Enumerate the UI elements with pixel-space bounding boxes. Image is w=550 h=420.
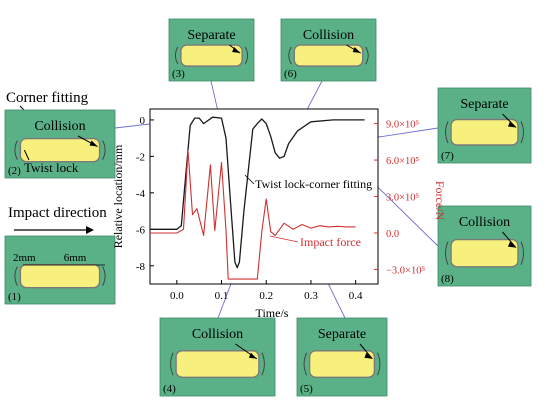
panel-7: Separate (7) xyxy=(437,87,532,164)
annotation-twist-lock-corner-fitting: Twist lock-corner fitting xyxy=(255,177,372,191)
y-right-tick-label: 6.0×10⁵ xyxy=(386,156,420,167)
fitting-edge-right xyxy=(261,352,265,376)
panel-number: (1) xyxy=(8,291,21,303)
fitting-edge-right xyxy=(520,121,524,144)
fitting-edge-right xyxy=(376,352,381,376)
fitting-edge-left xyxy=(445,121,449,144)
fitting-edge-right xyxy=(102,266,106,286)
y-right-tick-label: −3.0×10⁵ xyxy=(386,265,425,276)
state-pointer-head xyxy=(507,241,516,248)
panel-state-label: Collision xyxy=(192,327,243,342)
label-corner-fitting: Corner fitting xyxy=(6,90,89,106)
twist-lock-body xyxy=(19,137,101,163)
state-pointer xyxy=(502,231,517,248)
panel-state-label: Separate xyxy=(187,28,235,43)
state-pointer-head xyxy=(507,121,516,128)
y-left-axis-label: Relative location/mm xyxy=(111,144,125,248)
panel-state-label: Collision xyxy=(459,215,510,230)
inner-label-pointer xyxy=(23,149,30,161)
fitting-edge-left xyxy=(174,46,179,65)
plot-frame xyxy=(149,108,379,285)
state-pointer-head xyxy=(232,47,241,54)
twist-lock-body xyxy=(180,44,243,67)
fitting-edge-right xyxy=(520,241,524,265)
fitting-edge-right xyxy=(365,46,369,65)
panel-5: Separate (5) xyxy=(296,317,388,397)
fitting-edge-left xyxy=(14,266,18,286)
state-pointer xyxy=(502,113,517,128)
fitting-edge-right xyxy=(102,140,106,160)
twist-lock-body xyxy=(308,350,376,378)
state-pointer-head xyxy=(248,352,257,359)
panel-number: (8) xyxy=(441,273,454,285)
twist-lock-body xyxy=(450,118,519,146)
panel-3: Separate (3) xyxy=(168,18,255,82)
fitting-edge-left xyxy=(445,241,449,265)
state-pointer-head xyxy=(364,352,373,359)
y-right-tick-label: 3.0×10⁵ xyxy=(386,193,420,204)
panel-number: (3) xyxy=(172,68,185,80)
state-pointer xyxy=(359,343,373,360)
annotation-pointer-force xyxy=(269,235,299,243)
state-pointer-head xyxy=(352,47,361,54)
fitting-edge-left xyxy=(170,352,174,376)
panel-number: (5) xyxy=(300,383,313,395)
state-pointer-head xyxy=(89,140,98,147)
panel-6: Collision (6) xyxy=(280,18,377,82)
x-tick-label: 0.4 xyxy=(349,290,363,302)
gap-left-label: 2mm xyxy=(13,252,36,264)
y-left-tick-label: -2 xyxy=(136,151,145,163)
panel-1: 2mm 6mm (1) xyxy=(4,235,116,305)
y-right-tick-label: 0.0 xyxy=(386,229,399,240)
twist-lock-body xyxy=(19,263,101,289)
panel-state-label: Separate xyxy=(318,327,366,342)
label-impact-direction: Impact direction xyxy=(8,205,107,221)
panel-state-label: Collision xyxy=(303,28,354,43)
panel-inner-label: Twist lock xyxy=(24,160,79,175)
panel-state-label: Collision xyxy=(34,119,85,134)
panel-4: Collision (4) xyxy=(159,317,276,397)
x-axis-label: Time/s xyxy=(256,306,289,320)
annotation-impact-force: Impact force xyxy=(300,235,361,249)
y-left-tick-label: -4 xyxy=(136,188,146,200)
y-left-tick-label: -6 xyxy=(136,224,146,236)
panel-number: (4) xyxy=(163,383,176,395)
y-right-tick-label: 9.0×10⁵ xyxy=(386,120,420,131)
panel-number: (2) xyxy=(8,165,21,177)
y-left-tick-label: -8 xyxy=(136,261,146,273)
x-tick-label: 0.2 xyxy=(259,290,273,302)
panel-number: (6) xyxy=(284,68,297,80)
relative-location-curve xyxy=(150,116,365,269)
x-tick-label: 0.0 xyxy=(170,290,184,302)
fitting-edge-left xyxy=(14,140,18,160)
twist-lock-body xyxy=(450,238,519,268)
panel-8: Collision (8) xyxy=(437,205,532,287)
y-left-tick-label: 0 xyxy=(140,115,146,127)
gap-right-label: 6mm xyxy=(64,252,87,264)
fitting-edge-right xyxy=(244,46,249,65)
y-right-axis-label: Force/N xyxy=(433,181,447,221)
panel-state-label: Separate xyxy=(460,97,508,112)
panel-number: (7) xyxy=(441,150,454,162)
twist-lock-body xyxy=(293,44,364,67)
annotation-pointer-location xyxy=(244,174,255,185)
twist-lock-body xyxy=(175,350,260,378)
impact-direction-arrow xyxy=(14,226,94,234)
impact-force-curve xyxy=(150,149,356,280)
x-tick-label: 0.3 xyxy=(304,290,318,302)
x-tick-label: 0.1 xyxy=(215,290,229,302)
fitting-edge-left xyxy=(288,46,292,65)
fitting-edge-left xyxy=(303,352,308,376)
